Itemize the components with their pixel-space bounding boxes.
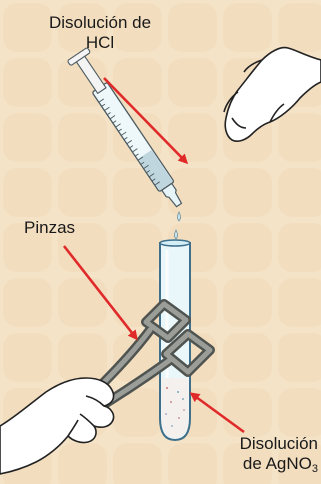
label-hcl-line1: Disolución de [14,13,186,33]
label-agno3-line1: Disolución [240,434,318,454]
agno3-solution [162,378,189,438]
label-agno3-formula: de AgNO [243,454,312,473]
label-hcl-line2: HCl [14,33,186,53]
label-agno3-solution: Disolución de AgNO3 [240,434,318,474]
label-hcl-solution: Disolución de HCl [14,13,186,53]
label-agno3-subscript: 3 [312,463,318,475]
label-tongs: Pinzas [24,218,75,238]
label-agno3-line2: de AgNO3 [240,454,318,474]
